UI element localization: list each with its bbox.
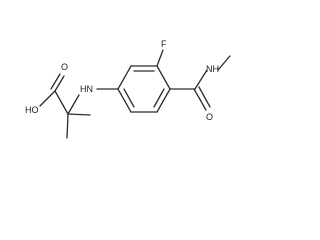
benzene-ring bbox=[117, 65, 171, 113]
carboxylic-acid-group bbox=[39, 73, 91, 139]
n-methyl-bond bbox=[217, 55, 231, 71]
fluorine-label: F bbox=[161, 39, 167, 49]
amine-to-quaternary-c-bond bbox=[67, 94, 80, 115]
acid-c-o-double-bond-b bbox=[50, 73, 61, 90]
amide-c-o-double-bond-a bbox=[193, 88, 207, 111]
amine-hn-label: HN bbox=[80, 84, 93, 94]
acid-c-oh-bond bbox=[39, 90, 56, 107]
ring-bond-3 bbox=[156, 65, 171, 90]
quaternary-c-to-acid-c-bond bbox=[54, 90, 69, 115]
acid-oxygen-label: O bbox=[61, 62, 68, 72]
acid-c-o-double-bond-a bbox=[54, 75, 65, 92]
ring-double-bond-left bbox=[123, 88, 135, 108]
hydroxyl-label: HO bbox=[25, 105, 39, 115]
amide-group bbox=[169, 55, 231, 111]
methyl-bond-1 bbox=[67, 113, 91, 116]
ring-bond-1 bbox=[117, 65, 132, 90]
amide-oxygen-label: O bbox=[206, 112, 213, 122]
methyl-bond-2 bbox=[66, 113, 69, 139]
c-f-bond bbox=[156, 49, 164, 67]
ring-bond-4 bbox=[156, 88, 171, 113]
amide-c-o-double-bond-b bbox=[198, 86, 211, 108]
structure-diagram: F O NH HN O HO bbox=[25, 39, 231, 139]
ring-bond-6 bbox=[117, 88, 132, 113]
amide-nh-label: NH bbox=[206, 64, 219, 74]
amide-c-n-bond bbox=[194, 69, 208, 90]
ring-double-bond-right bbox=[153, 88, 165, 108]
